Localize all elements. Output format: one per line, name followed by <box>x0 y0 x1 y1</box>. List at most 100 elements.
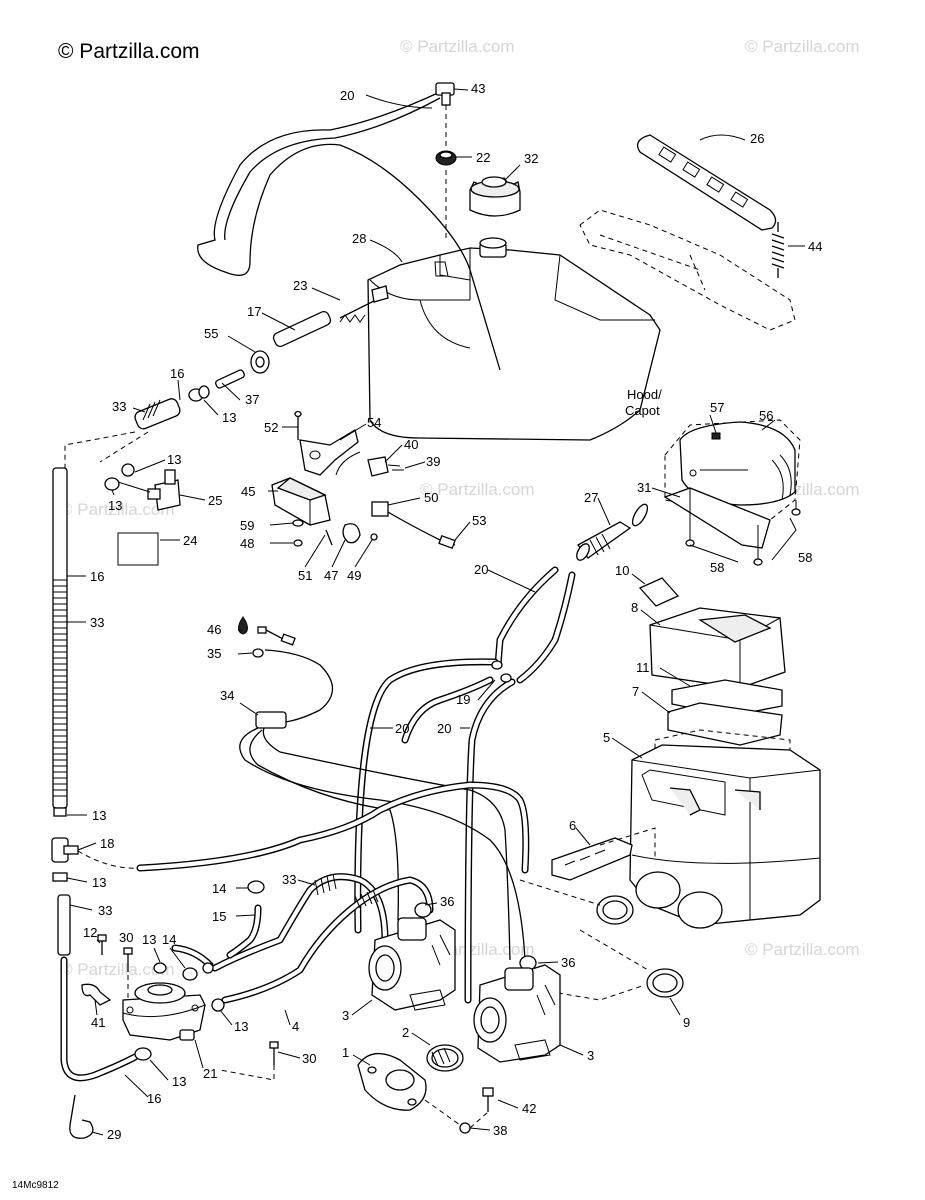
callout-59: 59 <box>240 518 254 533</box>
cable-end-drop <box>238 616 248 635</box>
callout-58: 58 <box>798 550 812 565</box>
choke-switch <box>335 451 404 477</box>
callout-53: 53 <box>472 513 486 528</box>
bolt <box>269 1041 279 1065</box>
partzilla-watermark-faint: © Partzilla.com <box>745 940 860 959</box>
callout-13: 13 <box>167 452 181 467</box>
partzilla-watermark-faint: © Partzilla.com <box>745 37 860 56</box>
callout-49: 49 <box>347 568 361 583</box>
callout-11: 11 <box>636 660 650 675</box>
callout-20: 20 <box>340 88 354 103</box>
callout-44: 44 <box>808 239 822 254</box>
intake-rubber-boot <box>596 895 684 998</box>
callout-27: 27 <box>584 490 598 505</box>
callout-20: 20 <box>437 721 451 736</box>
hood-label: Capot <box>625 403 660 418</box>
callout-55: 55 <box>204 326 218 341</box>
callout-20: 20 <box>395 721 409 736</box>
callout-8: 8 <box>631 600 638 615</box>
worm-clamp <box>426 1044 464 1072</box>
callout-20: 20 <box>474 562 488 577</box>
carburetor-adaptor-flange <box>357 1053 427 1111</box>
callout-29: 29 <box>107 1127 121 1142</box>
washer <box>459 1122 471 1134</box>
callout-leaders <box>66 88 805 1136</box>
callout-48: 48 <box>240 536 254 551</box>
callout-19: 19 <box>456 692 470 707</box>
callout-16: 16 <box>147 1091 161 1106</box>
callout-41: 41 <box>91 1015 105 1030</box>
callout-3: 3 <box>342 1008 349 1023</box>
callout-30: 30 <box>302 1051 316 1066</box>
callout-37: 37 <box>245 392 259 407</box>
hose-clamp <box>414 902 432 918</box>
fuel-shutoff-valve <box>104 463 181 511</box>
callout-33: 33 <box>98 903 112 918</box>
callout-18: 18 <box>100 836 114 851</box>
callout-5: 5 <box>603 730 610 745</box>
callout-50: 50 <box>424 490 438 505</box>
primer-hose-left <box>52 467 68 809</box>
callout-32: 32 <box>524 151 538 166</box>
callout-17: 17 <box>247 304 261 319</box>
callout-7: 7 <box>632 684 639 699</box>
callout-13: 13 <box>92 808 106 823</box>
partzilla-watermark: © Partzilla.com <box>58 40 200 63</box>
primer-hose-lower <box>57 894 139 1082</box>
partzilla-watermark-faint: © Partzilla.com <box>420 480 535 499</box>
callout-36: 36 <box>440 894 454 909</box>
callout-52: 52 <box>264 420 278 435</box>
callout-47: 47 <box>324 568 338 583</box>
callout-34: 34 <box>220 688 234 703</box>
callout-numbers: 20 43 22 32 26 44 28 23 17 55 16 37 33 1… <box>83 81 822 1142</box>
filter-plate <box>654 702 791 761</box>
callout-23: 23 <box>293 278 307 293</box>
callout-45: 45 <box>241 484 255 499</box>
partzilla-watermark-faint: © Partzilla.com <box>400 37 515 56</box>
callout-14: 14 <box>162 932 176 947</box>
diagram-reference-code: 14Mc9812 <box>12 1180 59 1191</box>
callout-16: 16 <box>170 366 184 381</box>
callout-31: 31 <box>637 480 651 495</box>
screw <box>482 1087 494 1112</box>
silencer-cover-plate <box>663 487 801 566</box>
callout-28: 28 <box>352 231 366 246</box>
callout-2: 2 <box>402 1025 409 1040</box>
cable-tie <box>69 1094 94 1139</box>
callout-33: 33 <box>112 399 126 414</box>
fuel-pump <box>122 982 206 1061</box>
vent-hose-top <box>197 91 501 371</box>
grommet <box>435 150 457 166</box>
bolt <box>123 947 133 972</box>
callout-6: 6 <box>569 818 576 833</box>
callout-22: 22 <box>476 150 490 165</box>
partzilla-watermark-faint: © Partzilla.com <box>60 500 175 519</box>
callout-13: 13 <box>222 410 236 425</box>
intake-mounting-bracket <box>551 827 656 881</box>
fuel-tank <box>367 237 661 441</box>
throttle-cable-junction <box>239 649 526 961</box>
tank-bracket-strap <box>579 134 796 331</box>
callout-1: 1 <box>342 1045 349 1060</box>
callout-54: 54 <box>367 415 381 430</box>
callout-42: 42 <box>522 1101 536 1116</box>
callout-13: 13 <box>108 498 122 513</box>
callout-13: 13 <box>172 1074 186 1089</box>
callout-15: 15 <box>212 909 226 924</box>
callout-38: 38 <box>493 1123 507 1138</box>
carburetor-left <box>368 917 456 1011</box>
warning-label-decal <box>117 532 159 566</box>
fuel-return-hoses <box>354 566 576 1004</box>
partzilla-watermark-faint: © Partzilla.com <box>60 960 175 979</box>
choke-lever-bracket <box>299 428 359 476</box>
callout-57: 57 <box>710 400 724 415</box>
callout-51: 51 <box>298 568 312 583</box>
callout-30: 30 <box>119 930 133 945</box>
callout-21: 21 <box>203 1066 217 1081</box>
fuel-line-primer <box>136 781 530 1004</box>
callout-12: 12 <box>83 925 97 940</box>
callout-24: 24 <box>183 533 197 548</box>
choke-wire-harness <box>371 501 456 549</box>
elbow-fitting <box>435 82 455 106</box>
